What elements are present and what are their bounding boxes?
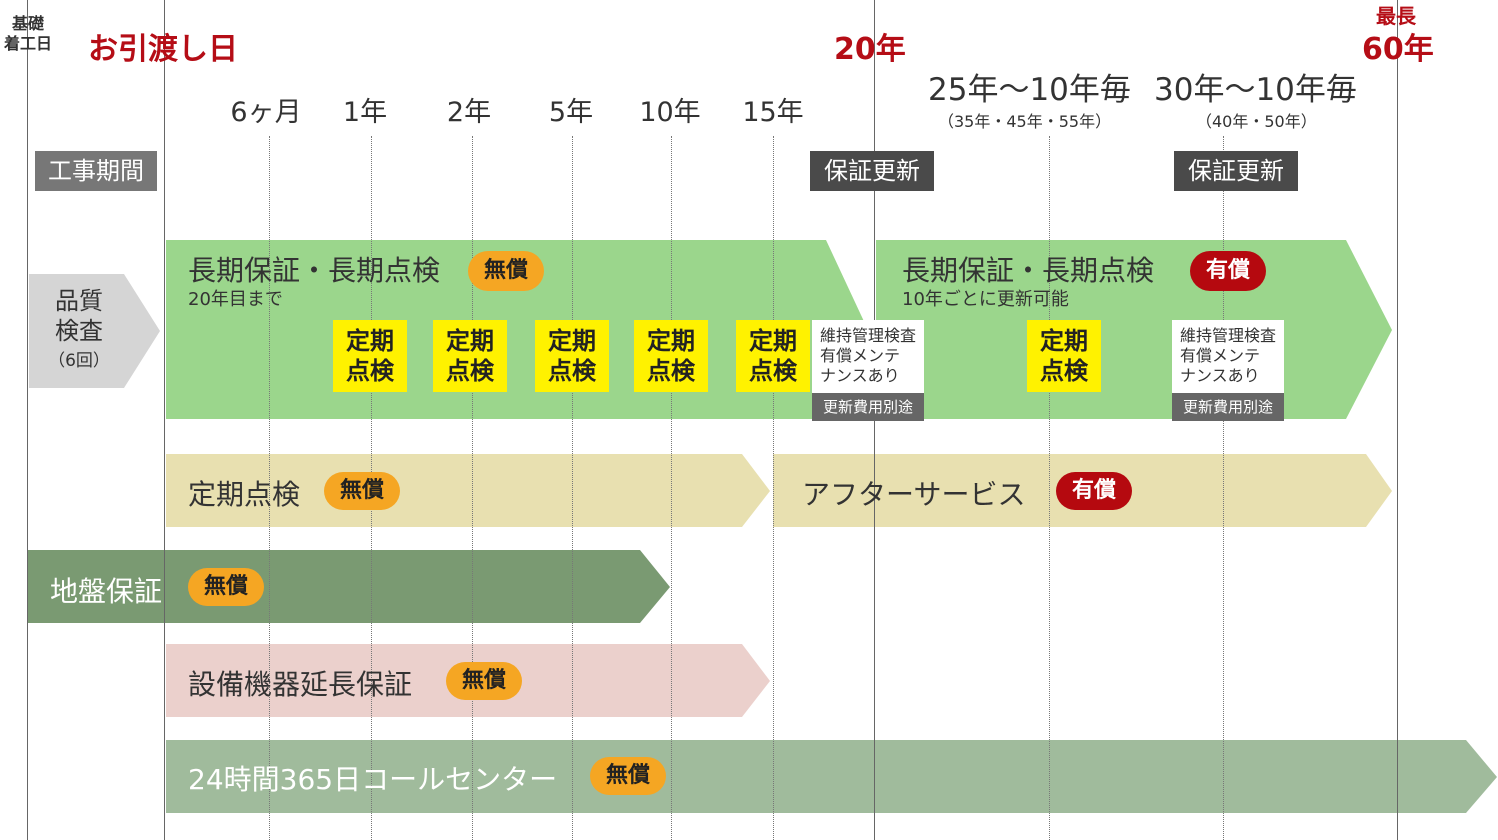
call-center-title: 24時間365日コールセンター [188, 763, 558, 796]
tick-line-6m [269, 136, 270, 840]
tick-line-5y [572, 136, 573, 840]
ground-warranty-badge: 無償 [188, 568, 264, 606]
inspection-box-line2: 点検 [1040, 357, 1088, 385]
tick-label-5y: 5年 [548, 97, 594, 128]
ground-warranty-band [28, 550, 670, 623]
tick-label-1y: 1年 [342, 97, 388, 128]
year25-label: 25年～10年毎 [928, 72, 1131, 108]
tick-label-10y: 10年 [639, 97, 701, 128]
tick-label-2y: 2年 [446, 97, 492, 128]
long-term-paid-sub: 10年ごとに更新可能 [902, 289, 1069, 310]
tick-label-15y: 15年 [742, 97, 804, 128]
tick-line-30y [1223, 136, 1224, 840]
equipment-warranty-badge: 無償 [446, 662, 522, 700]
tick-line-25y [1049, 136, 1050, 840]
max-label: 最長 [1376, 4, 1416, 28]
year25-sub-label: （35年・45年・55年） [938, 112, 1112, 131]
long-term-paid-title: 長期保証・長期点検 [902, 254, 1155, 287]
maintenance-note-line1: 維持管理検査 [820, 326, 917, 345]
quality-label-line2: 検査 [55, 317, 103, 345]
inspection-box-5y: 定期点検 [535, 320, 609, 392]
maintenance-note-1: 維持管理検査 有償メンテ ナンスあり [812, 320, 924, 393]
tick-line-10y [671, 136, 672, 840]
periodic-inspection-band [166, 454, 770, 527]
maintenance-note-footer-2: 更新費用別途 [1172, 393, 1284, 421]
maintenance-note-line1: 維持管理検査 [1180, 326, 1277, 345]
inspection-box-25y: 定期点検 [1027, 320, 1101, 392]
inspection-box-line1: 定期 [446, 327, 494, 355]
handover-line [164, 0, 165, 840]
long-term-free-title: 長期保証・長期点検 [188, 254, 441, 287]
year30-label: 30年～10年毎 [1154, 72, 1357, 108]
inspection-box-line2: 点検 [548, 357, 596, 385]
foundation-line [27, 0, 28, 840]
inspection-box-line2: 点検 [346, 357, 394, 385]
inspection-box-line1: 定期 [647, 327, 695, 355]
inspection-box-line1: 定期 [548, 327, 596, 355]
tick-label-6m: 6ヶ月 [230, 97, 302, 128]
inspection-box-2y: 定期点検 [433, 320, 507, 392]
after-service-badge: 有償 [1056, 472, 1132, 510]
periodic-inspection-badge: 無償 [324, 472, 400, 510]
maintenance-note-2: 維持管理検査 有償メンテ ナンスあり [1172, 320, 1284, 393]
year60-label: 60年 [1362, 32, 1434, 67]
call-center-band [166, 740, 1497, 813]
maintenance-note-line2: 有償メンテ [1180, 346, 1261, 365]
year20-label: 20年 [834, 32, 906, 67]
quality-inspection-label: 品質 検査 （6回） [29, 286, 129, 376]
long-term-free-badge: 無償 [468, 251, 544, 291]
maintenance-note-line3: ナンスあり [820, 366, 900, 385]
inspection-box-line2: 点検 [446, 357, 494, 385]
year30-sub-label: （40年・50年） [1196, 112, 1317, 131]
maintenance-note-line2: 有償メンテ [820, 346, 901, 365]
warranty-renewal-tag-2: 保証更新 [1174, 151, 1298, 191]
inspection-box-15y: 定期点検 [736, 320, 810, 392]
construction-period-tag: 工事期間 [35, 151, 157, 191]
foundation-start-label: 基礎 着工日 [3, 14, 52, 53]
long-term-free-sub: 20年目まで [188, 289, 283, 310]
inspection-box-line2: 点検 [647, 357, 695, 385]
inspection-box-line1: 定期 [749, 327, 797, 355]
call-center-badge: 無償 [590, 757, 666, 795]
inspection-box-line1: 定期 [1040, 327, 1088, 355]
maintenance-note-footer-1: 更新費用別途 [812, 393, 924, 421]
equipment-warranty-title: 設備機器延長保証 [188, 668, 413, 701]
quality-label-line3: （6回） [48, 351, 110, 371]
inspection-box-line1: 定期 [346, 327, 394, 355]
year60-line [1397, 0, 1398, 840]
inspection-box-1y: 定期点検 [333, 320, 407, 392]
quality-label-line1: 品質 [55, 287, 103, 315]
inspection-box-line2: 点検 [749, 357, 797, 385]
tick-line-15y [773, 136, 774, 840]
periodic-inspection-title: 定期点検 [188, 478, 301, 511]
maintenance-note-line3: ナンスあり [1180, 366, 1260, 385]
long-term-paid-badge: 有償 [1190, 251, 1266, 291]
ground-warranty-title: 地盤保証 [50, 575, 163, 608]
inspection-box-10y: 定期点検 [634, 320, 708, 392]
warranty-renewal-tag-1: 保証更新 [810, 151, 934, 191]
after-service-title: アフターサービス [802, 478, 1026, 511]
quality-arrow [29, 274, 160, 388]
tick-line-2y [472, 136, 473, 840]
handover-day-label: お引渡し日 [88, 32, 238, 67]
